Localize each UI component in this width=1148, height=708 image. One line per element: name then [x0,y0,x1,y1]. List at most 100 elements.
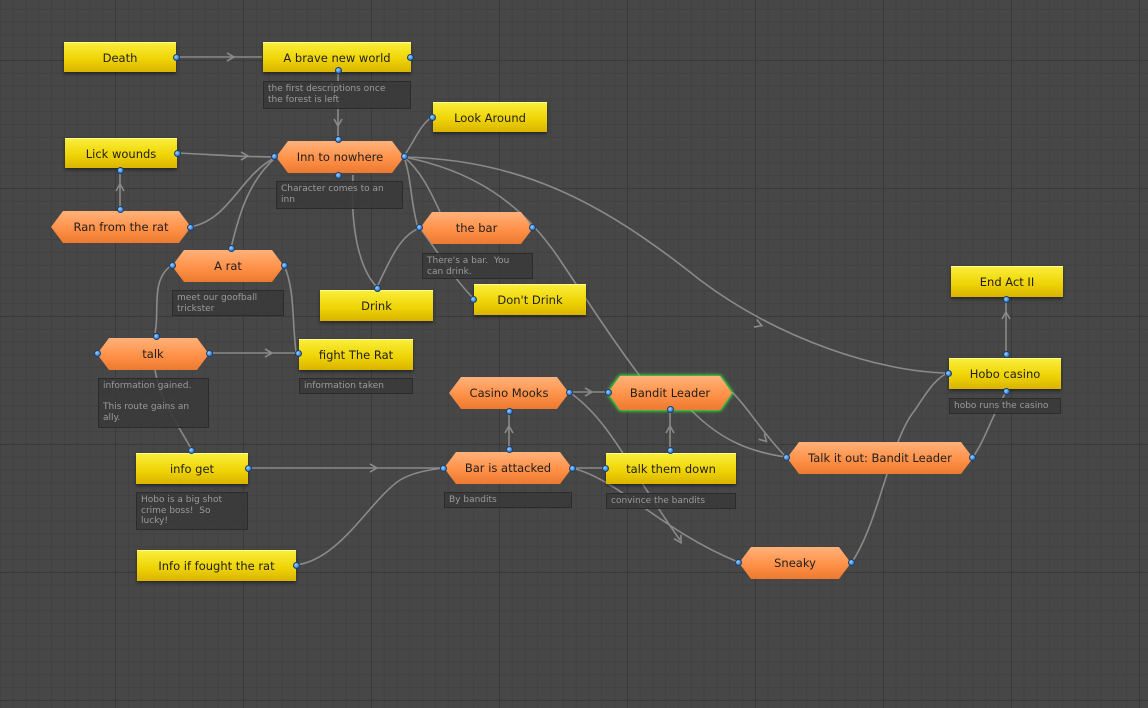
link-arrow [115,182,125,192]
node-label: Bar is attacked [464,461,552,475]
node-description: convince the bandits [606,493,736,509]
node-label: Info if fought the rat [158,559,275,573]
node-label: Death [102,50,138,65]
connection-link [403,156,419,229]
port[interactable] [735,559,742,566]
node-bar-is-attacked[interactable]: Bar is attacked [444,452,572,484]
node-label: Talk it out: Bandit Leader [808,451,952,465]
node-bandit-leader[interactable]: Bandit Leader [608,376,732,410]
connection-link [177,152,277,158]
node-description: the first descriptions once the forest i… [263,81,411,109]
node-death[interactable]: Death [64,42,176,72]
port[interactable] [848,559,855,566]
connection-link [283,264,297,353]
port[interactable] [529,224,536,231]
port[interactable] [783,454,790,461]
node-look-around[interactable]: Look Around [433,102,547,132]
port[interactable] [206,350,213,357]
connection-link [154,264,173,334]
port[interactable] [117,167,124,174]
port[interactable] [173,54,180,61]
node-lick-wounds[interactable]: Lick wounds [65,138,177,168]
link-arrow [226,52,236,62]
connection-link [403,156,441,213]
connection-link [295,467,445,566]
node-description: Character comes to an inn [276,181,403,209]
node-info-get[interactable]: info get [136,453,248,484]
port[interactable] [188,447,195,454]
node-label: Lick wounds [85,146,157,161]
port[interactable] [969,454,976,461]
link-arrow [584,387,594,397]
port[interactable] [1003,388,1010,395]
link-arrow [1001,310,1011,320]
connection-link [403,116,433,157]
link-arrow [758,433,768,443]
port[interactable] [174,150,181,157]
port[interactable] [1003,296,1010,303]
node-talk-them-down[interactable]: talk them down [606,453,736,484]
node-drink[interactable]: Drink [320,290,433,321]
node-hobo-casino[interactable]: Hobo casino [949,358,1061,389]
node-label: fight The Rat [318,348,394,362]
node-label: info get [169,462,215,476]
port[interactable] [506,408,513,415]
node-fight-the-rat[interactable]: fight The Rat [299,339,413,370]
node-label: Don't Drink [497,293,563,307]
link-arrow [665,424,675,434]
port[interactable] [335,136,342,143]
port[interactable] [605,389,612,396]
port[interactable] [228,245,235,252]
node-label: talk them down [626,462,716,476]
port[interactable] [945,370,952,377]
port[interactable] [401,153,408,160]
port[interactable] [440,465,447,472]
node-talk-it-out-bandit-leader[interactable]: Talk it out: Bandit Leader [787,442,973,474]
node-label: Look Around [454,110,526,125]
node-label: Ran from the rat [73,220,169,234]
port[interactable] [569,465,576,472]
port[interactable] [566,389,573,396]
connection-link [189,156,277,228]
node-inn-to-nowhere[interactable]: Inn to nowhere [276,141,404,173]
port[interactable] [374,285,381,292]
port[interactable] [335,67,342,74]
port[interactable] [295,350,302,357]
connection-link [689,408,787,458]
node-description: meet our goofball trickster [172,290,284,316]
node-sneaky[interactable]: Sneaky [739,547,851,579]
node-label: talk [142,347,164,361]
node-the-bar[interactable]: the bar [420,212,533,244]
port[interactable] [1003,351,1010,358]
port[interactable] [667,447,674,454]
node-end-act-ii[interactable]: End Act II [951,266,1063,297]
node-label: A rat [214,259,242,273]
port[interactable] [667,406,674,413]
port[interactable] [602,465,609,472]
port[interactable] [470,296,477,303]
port[interactable] [416,224,423,231]
port[interactable] [281,262,288,269]
port[interactable] [271,153,278,160]
port[interactable] [245,465,252,472]
node-a-rat[interactable]: A rat [172,250,284,282]
port[interactable] [506,446,513,453]
port[interactable] [94,350,101,357]
port[interactable] [335,172,342,179]
node-description: information taken [299,378,413,394]
port[interactable] [187,224,194,231]
node-talk[interactable]: talk [97,338,209,370]
node-dont-drink[interactable]: Don't Drink [474,284,586,315]
node-info-if-fought-the-rat[interactable]: Info if fought the rat [137,550,296,581]
port[interactable] [169,262,176,269]
node-ran-from-the-rat[interactable]: Ran from the rat [51,211,191,243]
link-arrow [369,463,379,473]
port[interactable] [117,206,124,213]
port[interactable] [153,333,160,340]
node-casino-mooks[interactable]: Casino Mooks [449,377,569,409]
port[interactable] [429,114,436,121]
port[interactable] [407,54,414,61]
node-label: Casino Mooks [469,386,549,400]
port[interactable] [293,562,300,569]
